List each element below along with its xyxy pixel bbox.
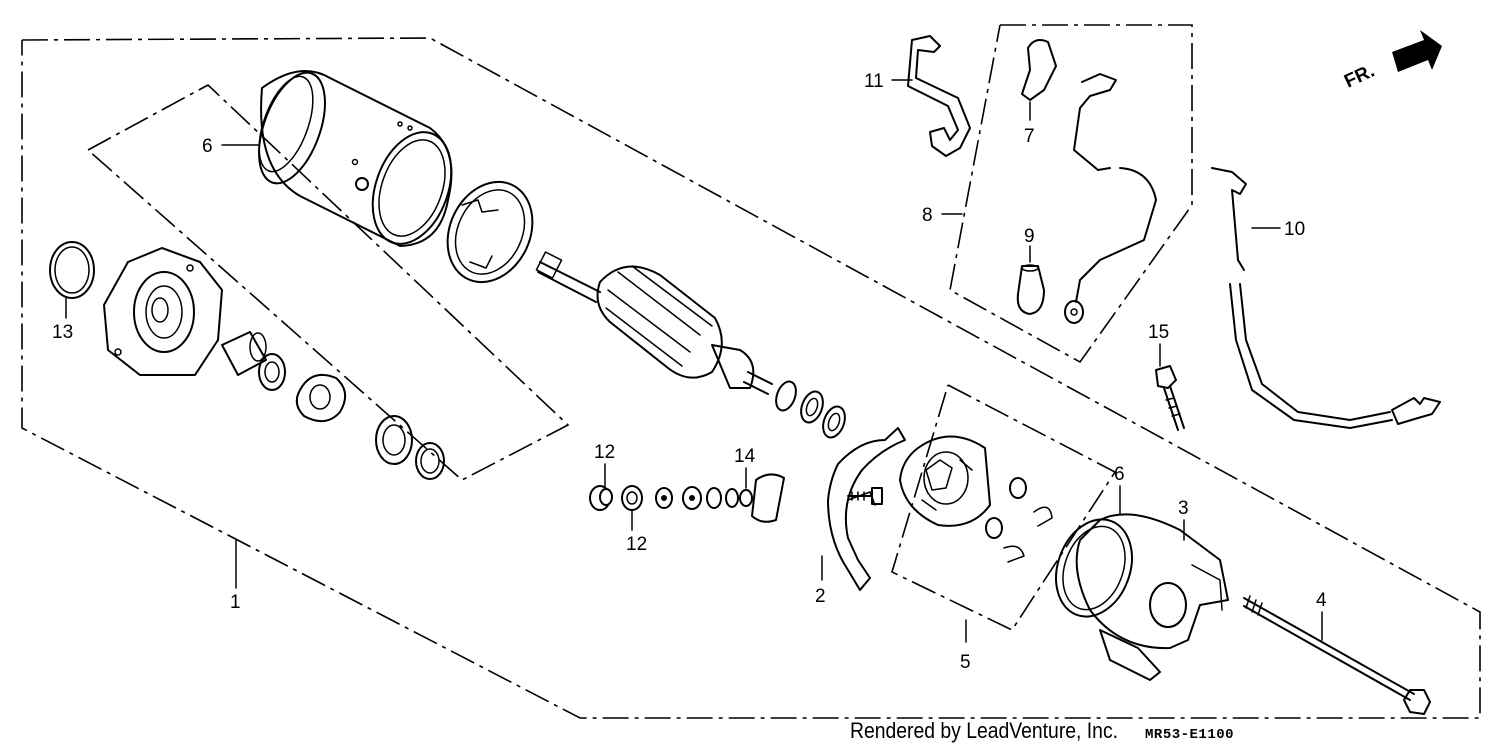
subgroup-outline-6 [87,84,570,481]
callout-7: 7 [1024,126,1035,147]
callout-9: 9 [1024,226,1035,247]
callout-15: 15 [1148,322,1169,343]
callout-3: 3 [1178,498,1189,519]
callout-6b: 6 [1114,464,1125,485]
front-direction-label: FR. [1341,61,1378,93]
callout-14: 14 [734,446,756,467]
part-2-brush-spring [827,427,906,591]
part-14-insulator [751,473,785,523]
lock-washer [295,374,347,423]
diagram-code: MR53-E1100 [1145,727,1235,743]
part-5-brush-holder [899,435,991,527]
brush-screw [847,487,883,505]
callout-6a: 6 [202,136,213,157]
part-10-ground-cable [1211,167,1441,429]
shim-washers [375,415,445,480]
starter-cable [1064,73,1157,324]
part-3-rear-cover [1075,513,1229,681]
callout-10: 10 [1284,219,1305,240]
part-12-nut-b [621,485,643,511]
render-credit: Rendered by LeadVenture, Inc. [850,718,1119,743]
callout-13: 13 [52,322,73,343]
part-11-bracket [907,35,971,157]
part-6-motor-case [258,70,453,247]
render-credit-footer: Rendered by LeadVenture, Inc. MR53-E1100 [850,718,1234,748]
part-4-through-bolt [1243,595,1431,715]
front-direction-arrow-icon [1392,30,1442,72]
part-9-terminal-boot [1016,264,1045,315]
part-15-bolt [1155,365,1185,431]
armature-washers [775,380,846,439]
brush-springs [985,477,1053,563]
callout-2: 2 [815,586,826,607]
retainer-ring [446,180,534,284]
needle-bearing [221,331,267,376]
callout-1: 1 [230,592,241,613]
subgroup-outline-8 [949,24,1193,364]
callout-8: 8 [922,205,933,226]
assembly-outline-1 [21,37,1481,719]
front-cover [103,247,223,376]
part-12-nut-a [589,485,613,511]
part-13-o-ring [49,241,95,299]
oil-seal [258,353,286,391]
terminal-washers [655,486,753,510]
part-6-rear-o-ring [1055,518,1133,618]
callout-4: 4 [1316,590,1327,611]
armature [535,251,773,395]
callout-12b: 12 [626,534,647,555]
callout-5: 5 [960,652,971,673]
part-7-terminal-boot [1021,39,1057,101]
callout-12a: 12 [594,442,615,463]
callout-11: 11 [864,71,884,92]
subgroup-outline-5 [891,384,1117,632]
